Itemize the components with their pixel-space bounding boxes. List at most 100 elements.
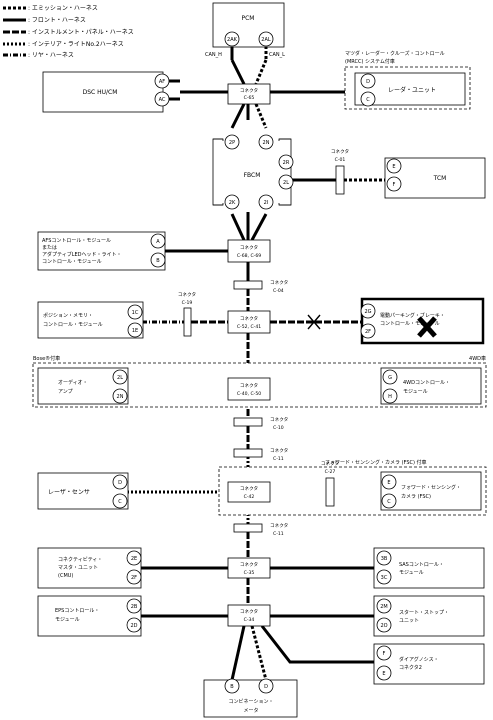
eps-label-1: EPSコントロール・	[55, 608, 99, 614]
sas-box	[373, 547, 485, 589]
pin-radar-h	[360, 73, 376, 89]
pin-label: 2AK	[227, 37, 238, 43]
pin-fsc-l	[381, 493, 397, 509]
pin-label: 2I	[264, 200, 269, 206]
dlc-label-1: ダイアグノシス・	[399, 656, 439, 663]
conn-c01-box	[335, 165, 345, 195]
conn-c19-label: C-19	[182, 300, 193, 306]
conn-word: コネクタ	[321, 460, 339, 467]
conn-c42-label: C-42	[244, 494, 255, 500]
conn-word: コネクタ	[270, 279, 288, 286]
pin-label: F	[393, 182, 396, 188]
pin-ss-h	[376, 598, 392, 614]
dsc-label: DSC HU/CM	[83, 89, 118, 96]
pin-label: 2O	[380, 623, 387, 629]
legend-label-interior: : インテリア・ライトNo.2ハーネス	[28, 41, 124, 48]
conn-c52-label: C-52, C-41	[237, 324, 261, 330]
connector-side-labels: コネクタ C-04 コネクタ C-10 コネクタ C-11 コネクタ C-11	[270, 279, 288, 537]
combi-box	[203, 679, 298, 718]
afs-label-2: または	[42, 245, 57, 251]
pin-label: H	[388, 394, 392, 400]
pin-label: 1C	[132, 310, 139, 316]
conn-c34-box	[227, 604, 271, 627]
conn-c35-box	[227, 557, 271, 579]
pin-label: 2N	[117, 394, 124, 400]
fault-x-icon	[417, 316, 437, 338]
pin-label: B	[156, 258, 160, 264]
mrcc-title-1: マツダ・レーダー・クルーズ・コントロール	[345, 50, 445, 57]
pin-eps-h	[126, 598, 142, 614]
pin-label: E	[392, 164, 395, 170]
conn-c68-box	[227, 239, 271, 263]
pin-fbcm-bot-h	[224, 194, 240, 210]
conn-c11a-box	[233, 448, 263, 458]
conn-c27-label: C-27	[325, 469, 336, 475]
conn-c27-box	[325, 477, 335, 507]
fbcm-top-edge	[213, 138, 291, 141]
fbcm-notches	[223, 136, 279, 208]
pin-ss-l	[376, 617, 392, 633]
pin-audio-h	[112, 369, 128, 385]
afs-label-4: コントロール・モジュール	[42, 259, 102, 265]
pcm-box	[212, 2, 285, 48]
pos-label-1: ポジション・メモリ・	[43, 312, 93, 319]
pin-label: D	[264, 684, 268, 690]
pin-label: 3B	[381, 556, 388, 562]
pin-label: AC	[159, 97, 166, 103]
pos-label-2: コントロール・モジュール	[43, 322, 103, 328]
conn-word: コネクタ	[240, 315, 258, 322]
can-h-label: CAN_H	[205, 52, 222, 58]
fsc-label-2: カメラ (FSC)	[401, 494, 431, 500]
radar-label: レーダ・ユニット	[388, 86, 436, 94]
pin-label: 2AL	[261, 37, 271, 43]
pin-label: 2D	[130, 623, 137, 629]
pin-label: AF	[159, 79, 165, 85]
conn-c35-label: C-35	[244, 570, 255, 576]
fourwd-box	[380, 367, 482, 405]
wire-fbcm-top-l	[254, 103, 268, 129]
conn-c65-box	[227, 83, 271, 105]
ss-box	[373, 595, 485, 637]
pin-label: E	[382, 671, 385, 677]
inline-connector-labels: コネクタ C-01 コネクタ C-19 コネクタ C-27	[178, 148, 349, 475]
conn-word: コネクタ	[270, 416, 288, 423]
legend-label-front: : フロント・ハーネス	[28, 17, 86, 24]
conn-word: コネクタ	[270, 447, 288, 454]
pin-cmu-h	[126, 550, 142, 566]
combi-label-2: メータ	[243, 707, 258, 714]
pin-label: 3C	[381, 575, 388, 581]
pin-label: 2F	[131, 575, 137, 581]
joint-connectors	[183, 83, 345, 627]
mrcc-title-2: (MRCC) システム付車	[345, 58, 395, 65]
conn-word: コネクタ	[178, 291, 196, 298]
afs-label-3: アダプティブLEDヘッド・ライト・	[42, 251, 122, 258]
ss-label-2: ユニット	[399, 618, 419, 624]
fourwd-label-2: モジュール	[403, 389, 428, 395]
epb-label-1: 電動パーキング・ブレーキ・	[380, 312, 445, 319]
audio-label-2: アンプ	[58, 389, 73, 395]
pin-combi-h	[224, 678, 240, 694]
epb-label-2: コントロール・モジュール	[380, 321, 440, 327]
pins	[112, 31, 402, 694]
sas-label-1: SASコントロール・	[399, 562, 444, 568]
pin-label: C	[366, 97, 370, 103]
fbcm-bottom-edge	[213, 203, 291, 206]
fbcm-box	[212, 138, 292, 206]
pin-pcm-l	[258, 31, 274, 47]
pin-dsc-l	[154, 91, 170, 107]
cmu-box	[37, 547, 142, 589]
wire-pcm-l-join	[254, 59, 268, 85]
connector-labels: コネクタ C-65 コネクタ C-68, C-69 コネクタ C-52, C-4…	[237, 87, 261, 623]
wire-combi-l	[250, 625, 268, 681]
fsc-box	[380, 471, 482, 511]
conn-word: コネクタ	[240, 561, 258, 568]
conn-word: コネクタ	[240, 485, 258, 492]
pin-label: C	[118, 499, 122, 505]
eps-label-2: モジュール	[55, 617, 80, 623]
pin-label: D	[118, 480, 122, 486]
pin-sas-l	[376, 569, 392, 585]
legend-label-instrument: : インストルメント・パネル・ハーネス	[28, 29, 134, 36]
pin-4wd-h	[382, 369, 398, 385]
bose-title: Bose®付車	[33, 355, 60, 362]
